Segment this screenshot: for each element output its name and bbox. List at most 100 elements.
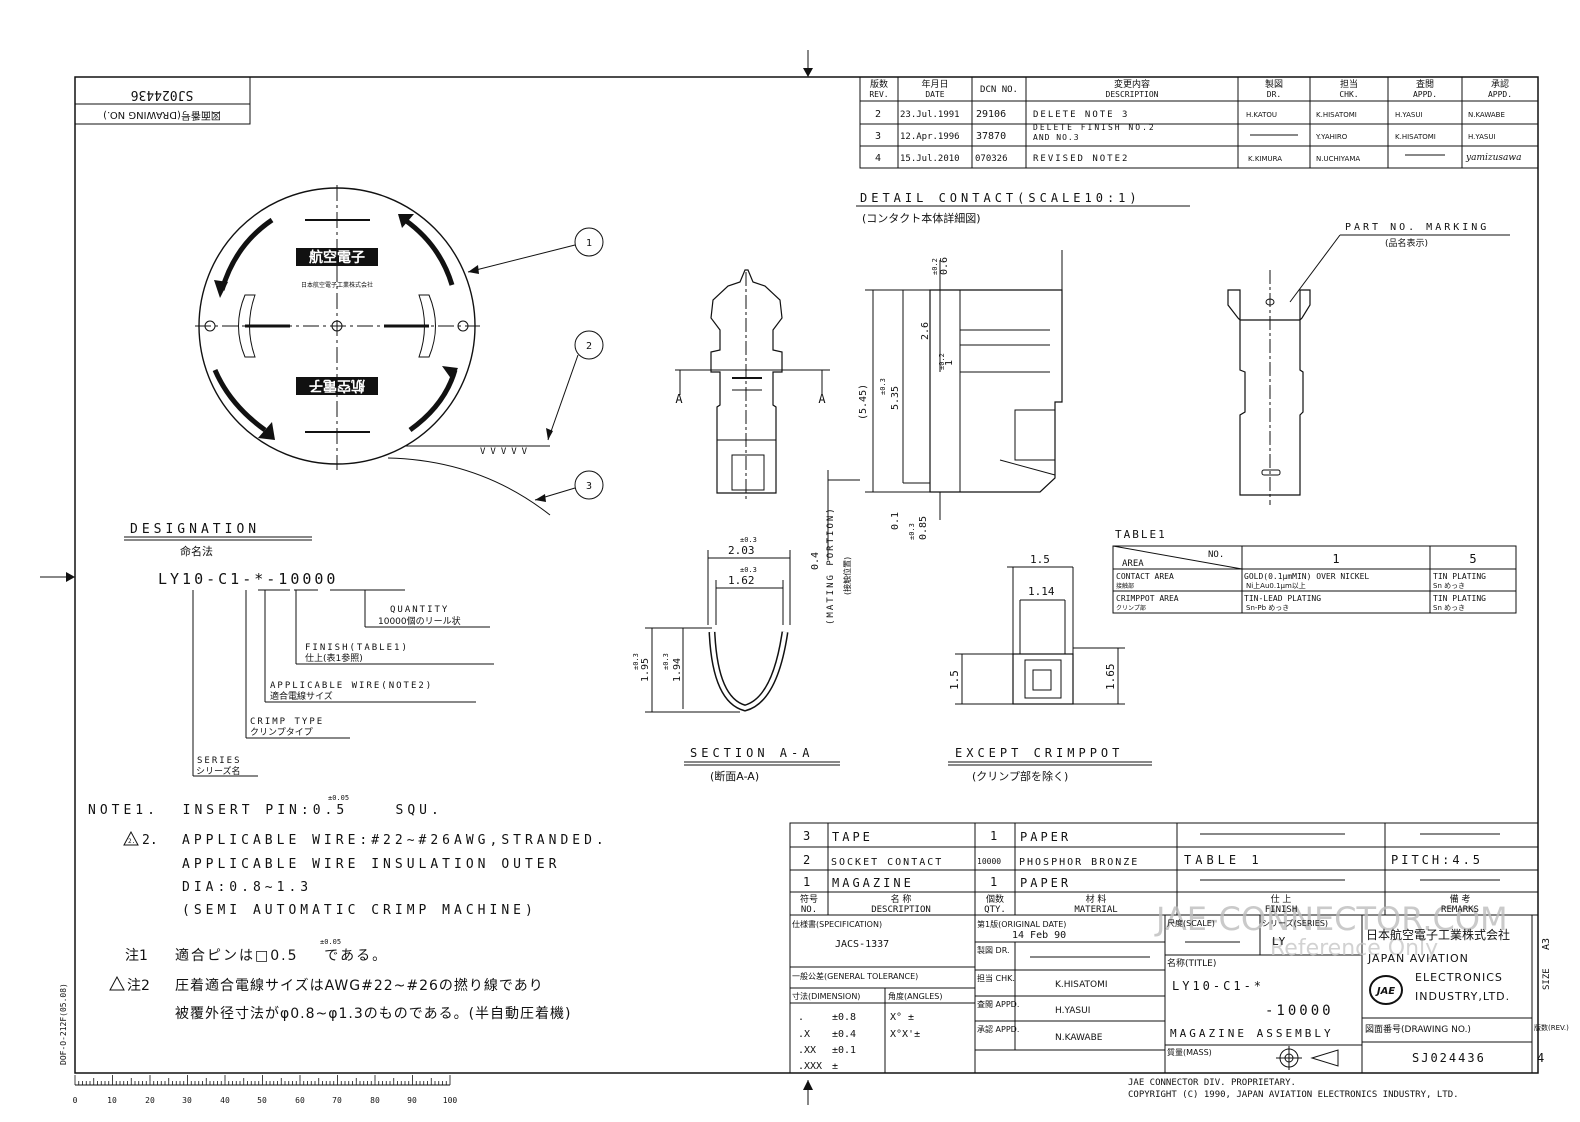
svg-text:シリーズ(SERIES): シリーズ(SERIES) — [1262, 918, 1328, 928]
svg-text:±0.2: ±0.2 — [931, 258, 939, 275]
svg-text:±0.4: ±0.4 — [832, 1029, 856, 1040]
svg-text:10: 10 — [107, 1096, 117, 1105]
svg-text:1.94: 1.94 — [672, 658, 683, 682]
reel-logo-inverted: 航空電子 — [309, 377, 365, 394]
svg-text:DELETE NOTE 3: DELETE NOTE 3 — [1033, 110, 1129, 120]
svg-text:±: ± — [832, 1061, 838, 1072]
svg-text:NO.: NO. — [801, 905, 817, 915]
svg-text:±0.05: ±0.05 — [328, 794, 349, 802]
svg-text:±0.8: ±0.8 — [832, 1012, 856, 1023]
svg-text:5: 5 — [1469, 552, 1476, 566]
svg-text:1: 1 — [990, 875, 997, 889]
callout-3 — [574, 470, 604, 500]
svg-text:適合電線サイズ: 適合電線サイズ — [270, 690, 333, 702]
revision-row: 4 15.Jul.2010 070326 REVISED NOTE2 K.KIM… — [875, 153, 1521, 164]
watermark-sub: Reference Only — [1270, 936, 1438, 961]
reel-logo: 航空電子 — [309, 249, 365, 266]
svg-text:±0.3: ±0.3 — [740, 566, 757, 574]
svg-text:2: 2 — [875, 109, 881, 120]
svg-text:90: 90 — [407, 1096, 417, 1105]
svg-text:(断面A-A): (断面A-A) — [710, 769, 759, 783]
detail-title-jp: (コンタクト本体詳細図) — [862, 211, 981, 225]
svg-text:TIN PLATING: TIN PLATING — [1433, 572, 1486, 581]
svg-text:CRIMPPOT AREA: CRIMPPOT AREA — [1116, 594, 1179, 603]
drawing-number-inverted: SJ024436 — [131, 87, 194, 102]
note-2-line-3: DIA:0.8~1.3 — [182, 880, 312, 895]
svg-text:0: 0 — [73, 1096, 78, 1105]
svg-text:接触部: 接触部 — [1116, 582, 1134, 590]
reel-logo-sub: 日本航空電子工業株式会社 — [301, 281, 373, 289]
svg-text:注1: 注1 — [125, 948, 148, 964]
svg-text:仕様書(SPECIFICATION): 仕様書(SPECIFICATION) — [792, 919, 882, 929]
svg-text:一般公差(GENERAL TOLERANCE): 一般公差(GENERAL TOLERANCE) — [792, 971, 918, 981]
svg-text:±0.3: ±0.3 — [662, 653, 670, 670]
svg-text:FINISH(TABLE1): FINISH(TABLE1) — [305, 643, 409, 653]
svg-text:TAPE: TAPE — [832, 830, 873, 844]
drawing-title-3: MAGAZINE ASSEMBLY — [1170, 1027, 1334, 1040]
svg-text:DESCRIPTION: DESCRIPTION — [1106, 90, 1159, 99]
svg-text:担当: 担当 — [1340, 78, 1358, 90]
svg-text:1: 1 — [586, 238, 592, 249]
section-a-a: ±0.3 2.03 ±0.3 1.62 ±0.3 1.95 ±0.3 1.94 … — [632, 536, 840, 783]
svg-text:0.6: 0.6 — [939, 257, 950, 275]
jae-logo — [1369, 975, 1403, 1005]
svg-text:DCN NO.: DCN NO. — [980, 85, 1018, 95]
svg-text:Sn-Pb めっき: Sn-Pb めっき — [1246, 604, 1289, 612]
svg-text:K.HISATOMI: K.HISATOMI — [1316, 111, 1357, 119]
svg-text:(MATING PORTION): (MATING PORTION) — [826, 506, 836, 625]
bom-row: 3 TAPE 1 PAPER — [803, 829, 1068, 844]
drawing-number-box: SJ024436 図面番号(DRAWING NO.) — [74, 76, 251, 125]
svg-text:1.62: 1.62 — [728, 574, 755, 587]
detail-contact: DETAIL CONTACT(SCALE10:1) (コンタクト本体詳細図) P… — [675, 191, 1510, 625]
svg-text:尺度(SCALE): 尺度(SCALE) — [1167, 918, 1215, 928]
svg-text:.X: .X — [798, 1029, 810, 1040]
svg-text:10000: 10000 — [977, 857, 1001, 866]
svg-text:1.14: 1.14 — [1028, 585, 1055, 598]
svg-text:角度(ANGLES): 角度(ANGLES) — [888, 991, 943, 1001]
svg-text:X°X'±: X°X'± — [890, 1029, 920, 1040]
form-code: DOF-O-212F(05.08) — [59, 983, 68, 1065]
svg-text:第1版(ORIGINAL DATE): 第1版(ORIGINAL DATE) — [977, 919, 1066, 929]
svg-text:N.KAWABE: N.KAWABE — [1055, 1033, 1103, 1043]
svg-text:承認 APPD.: 承認 APPD. — [977, 1024, 1019, 1034]
svg-text:Y.YAHIRO: Y.YAHIRO — [1315, 133, 1348, 141]
svg-text:INDUSTRY,LTD.: INDUSTRY,LTD. — [1415, 990, 1510, 1003]
svg-text:N.KAWABE: N.KAWABE — [1468, 111, 1505, 119]
svg-text:±0.3: ±0.3 — [879, 378, 887, 395]
revision-number: 4 — [1537, 1051, 1544, 1065]
svg-text:GOLD(0.1μmMIN) OVER NICKEL: GOLD(0.1μmMIN) OVER NICKEL — [1244, 572, 1369, 581]
svg-text:±0.05: ±0.05 — [320, 938, 341, 946]
svg-text:FINISH: FINISH — [1265, 905, 1298, 915]
projection-symbol-cone — [1310, 1049, 1339, 1067]
svg-text:JACS-1337: JACS-1337 — [835, 939, 889, 950]
svg-text:20: 20 — [145, 1096, 155, 1105]
svg-text:Ni上Au0.1μm以上: Ni上Au0.1μm以上 — [1246, 581, 1306, 590]
svg-text:製図 DR.: 製図 DR. — [977, 945, 1010, 955]
notes: ±0.05 NOTE1. INSERT PIN:0.5 SQU. 2. 2. A… — [88, 794, 604, 1022]
svg-text:SIZE: SIZE — [1542, 968, 1552, 990]
svg-text:製図: 製図 — [1265, 78, 1283, 90]
footer-proprietary: JAE CONNECTOR DIV. PROPRIETARY. — [1128, 1078, 1296, 1088]
detail-title: DETAIL CONTACT(SCALE10:1) — [860, 191, 1141, 205]
svg-text:REVISED NOTE2: REVISED NOTE2 — [1033, 154, 1129, 164]
svg-text:80: 80 — [370, 1096, 380, 1105]
svg-text:CRIMP TYPE: CRIMP TYPE — [250, 717, 324, 727]
svg-text:TIN-LEAD PLATING: TIN-LEAD PLATING — [1244, 594, 1321, 603]
svg-text:版数: 版数 — [870, 78, 888, 90]
svg-text:TIN PLATING: TIN PLATING — [1433, 594, 1486, 603]
svg-text:4: 4 — [875, 153, 881, 164]
svg-text:1: 1 — [990, 829, 997, 843]
svg-text:PHOSPHOR BRONZE: PHOSPHOR BRONZE — [1019, 857, 1139, 868]
bom-headers: 符号 NO. 名 称 DESCRIPTION 個数 QTY. 材 料 MATER… — [800, 893, 1479, 915]
svg-text:AND NO.3: AND NO.3 — [1033, 133, 1080, 142]
svg-text:AREA: AREA — [1122, 559, 1144, 569]
title-block — [789, 914, 1539, 1074]
svg-text:クリンプタイプ: クリンプタイプ — [250, 727, 313, 738]
svg-text:REV.: REV. — [869, 90, 888, 99]
except-crimppot-title: EXCEPT CRIMPPOT — [955, 746, 1123, 760]
svg-text:1.95: 1.95 — [640, 658, 651, 682]
svg-text:(5.45): (5.45) — [858, 384, 869, 420]
svg-text:変更内容: 変更内容 — [1114, 78, 1150, 90]
svg-text:個数: 個数 — [986, 893, 1004, 905]
